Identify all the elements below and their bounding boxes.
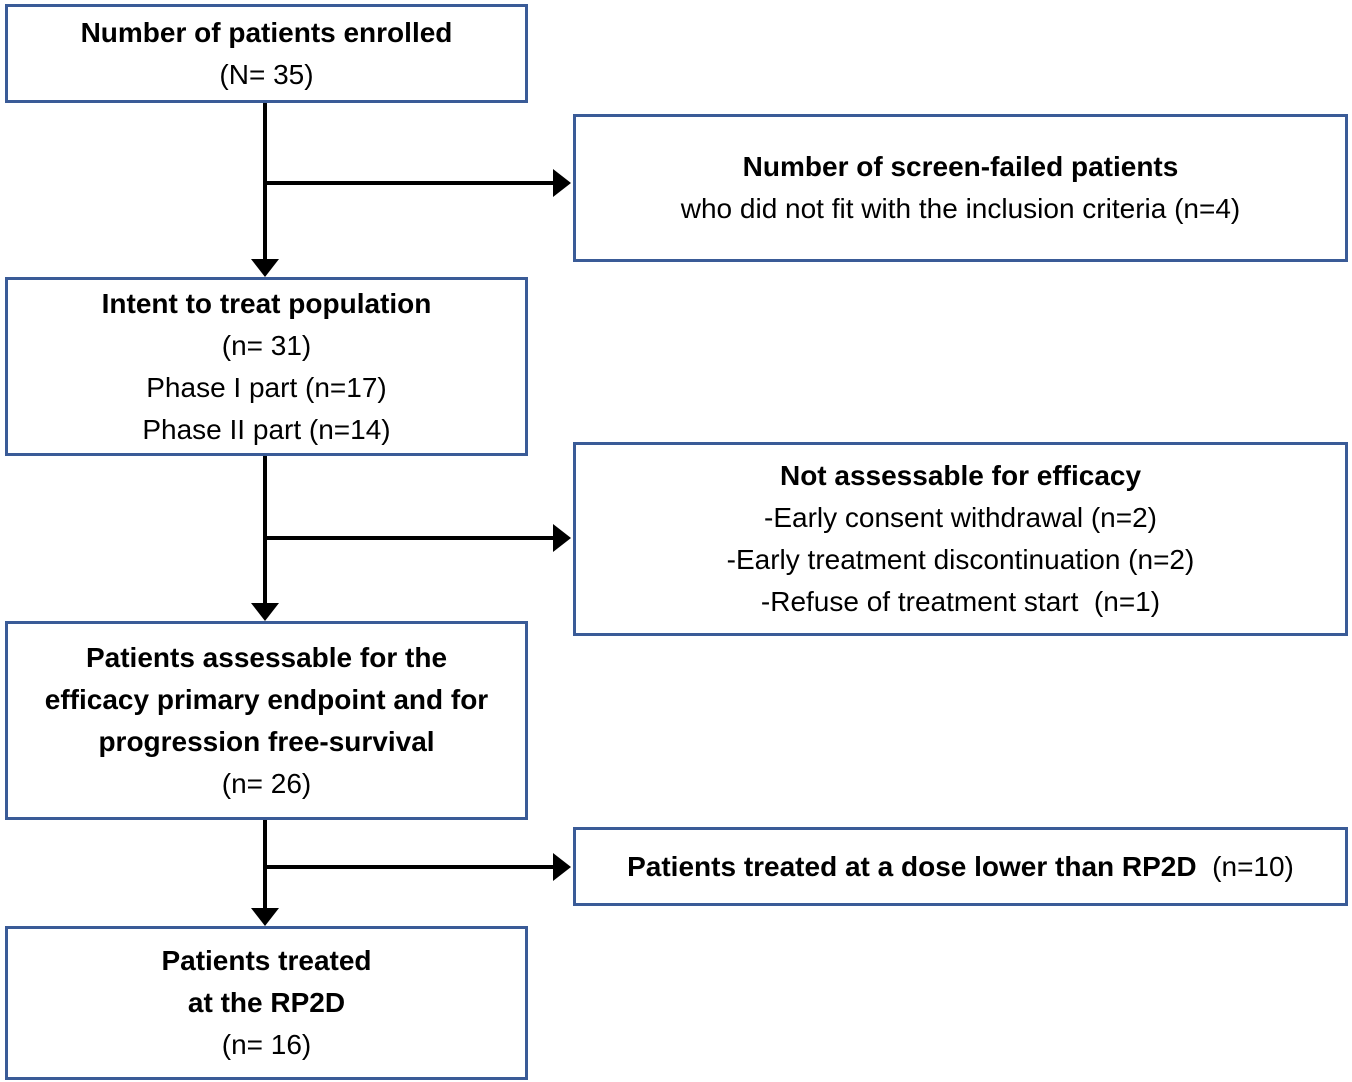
arrowhead-to-not-assessable xyxy=(553,524,571,552)
box-assessable-efficacy: Patients assessable for the efficacy pri… xyxy=(5,621,528,820)
box-treated-rp2d: Patients treated at the RP2D (n= 16) xyxy=(5,926,528,1080)
box-count: (N= 35) xyxy=(219,58,314,90)
box-intent-to-treat: Intent to treat population (n= 31) Phase… xyxy=(5,277,528,456)
box-title: progression free-survival xyxy=(98,725,435,757)
box-title: Patients treated xyxy=(161,945,372,976)
arrowhead-itt-to-assessable xyxy=(251,603,279,621)
box-detail: -Early consent withdrawal (n=2) xyxy=(764,502,1157,533)
box-detail: who did not fit with the inclusion crite… xyxy=(680,193,1241,224)
box-count: (n= 31) xyxy=(221,329,312,361)
box-detail: -Early treatment discontinuation (n=2) xyxy=(726,544,1195,575)
box-title: Patients treated at a dose lower than RP… xyxy=(627,846,1294,888)
box-title: efficacy primary endpoint and for xyxy=(44,683,489,715)
box-title: Intent to treat population xyxy=(101,287,432,319)
box-title-bold: Patients treated at a dose lower than RP… xyxy=(627,850,1197,882)
box-title: Number of patients enrolled xyxy=(80,16,453,48)
box-screen-failed: Number of screen-failed patients who did… xyxy=(573,114,1348,262)
arrowhead-to-screen-failed xyxy=(553,169,571,197)
box-title: at the RP2D xyxy=(187,987,346,1018)
box-count: (n= 16) xyxy=(221,1029,312,1060)
arrowhead-assessable-to-rp2d xyxy=(251,908,279,926)
box-count: (n= 26) xyxy=(221,767,312,799)
box-detail: -Refuse of treatment start (n=1) xyxy=(760,586,1161,617)
box-detail: Phase II part (n=14) xyxy=(142,413,391,445)
box-lower-dose: Patients treated at a dose lower than RP… xyxy=(573,827,1348,906)
box-count: (n=10) xyxy=(1196,850,1294,882)
box-patients-enrolled: Number of patients enrolled (N= 35) xyxy=(5,4,528,103)
box-title: Not assessable for efficacy xyxy=(779,460,1142,491)
arrowhead-enrolled-to-itt xyxy=(251,259,279,277)
box-detail: Phase I part (n=17) xyxy=(146,371,387,403)
box-not-assessable: Not assessable for efficacy -Early conse… xyxy=(573,442,1348,636)
box-title: Number of screen-failed patients xyxy=(742,151,1179,182)
box-title: Patients assessable for the xyxy=(85,641,448,673)
arrowhead-to-lower-dose xyxy=(553,853,571,881)
